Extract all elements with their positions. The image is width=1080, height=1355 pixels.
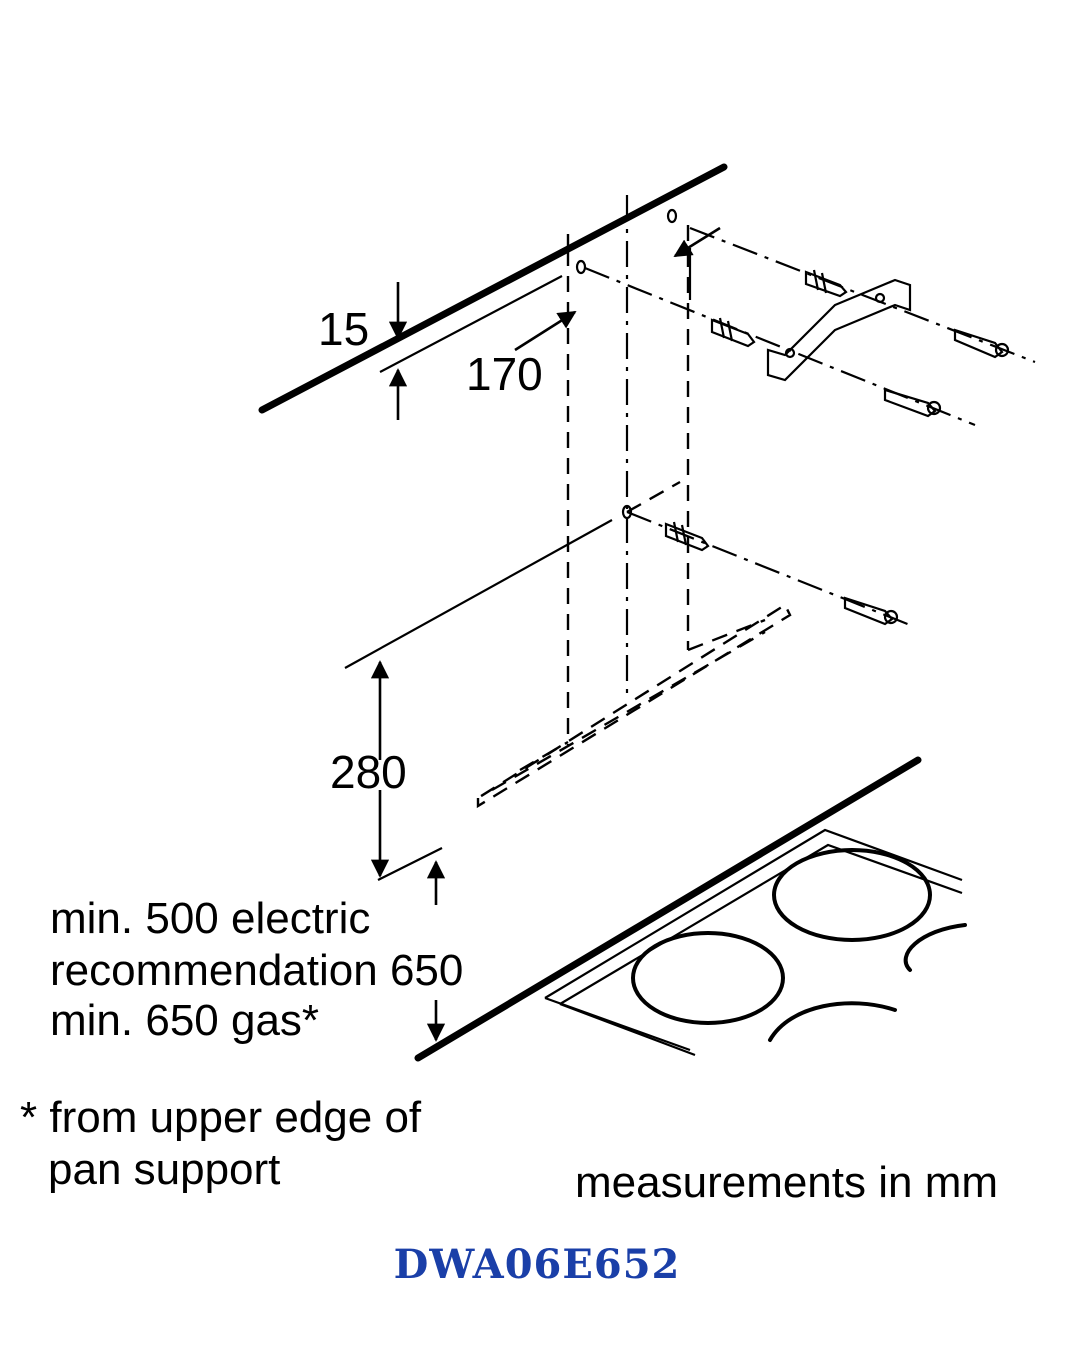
projection-line-upper (689, 226, 1036, 364)
units-note: measurements in mm (575, 1158, 998, 1207)
hood-outline-right-fold (687, 618, 766, 652)
wall-plug-left (710, 317, 756, 348)
hob-surface-line (414, 756, 922, 1062)
hood-height-label: 280 (330, 746, 407, 798)
top-gap-label: 15 (318, 303, 369, 355)
mount-hole-middle (621, 504, 633, 520)
cooktop (544, 828, 967, 1057)
projection-line-lower (584, 266, 976, 427)
mounting-bracket (766, 278, 912, 382)
clearance-line-recommendation: recommendation 650 (50, 946, 463, 995)
footnote-line-1: * from upper edge of (20, 1093, 422, 1142)
burner-back-right (772, 848, 932, 942)
wall-plug-middle (664, 521, 710, 552)
burner-front-left (631, 931, 785, 1025)
hood-top-reference-line (344, 519, 613, 669)
hole-spacing-arrow-left (514, 310, 577, 352)
mount-hole-left (575, 259, 587, 275)
clearance-line-electric: min. 500 electric (50, 894, 370, 943)
projection-line-middle (626, 510, 911, 627)
clearance-line-gas: min. 650 gas* (50, 996, 319, 1045)
mount-hole-right (666, 208, 678, 224)
ceiling-line (258, 163, 728, 414)
screw-upper (953, 328, 1010, 359)
burner-back-far (903, 923, 967, 972)
hole-spacing-arrow-right (673, 226, 721, 258)
hood-outline-inner (491, 630, 766, 792)
burner-front-right (768, 1001, 897, 1042)
middle-guide-short (626, 480, 681, 514)
footnote-line-2: pan support (48, 1145, 280, 1194)
hole-spacing-label: 170 (466, 348, 543, 400)
screw-middle (843, 596, 899, 626)
hood-bottom-reference-line (377, 847, 443, 881)
ceiling-offset-line (379, 275, 563, 373)
model-number: DWA06E652 (394, 1241, 681, 1288)
wall-plug-upper (804, 269, 848, 298)
hood-outline-left-fold (519, 740, 569, 772)
hood-outline-outer (476, 603, 792, 809)
screw-lower (883, 388, 942, 418)
